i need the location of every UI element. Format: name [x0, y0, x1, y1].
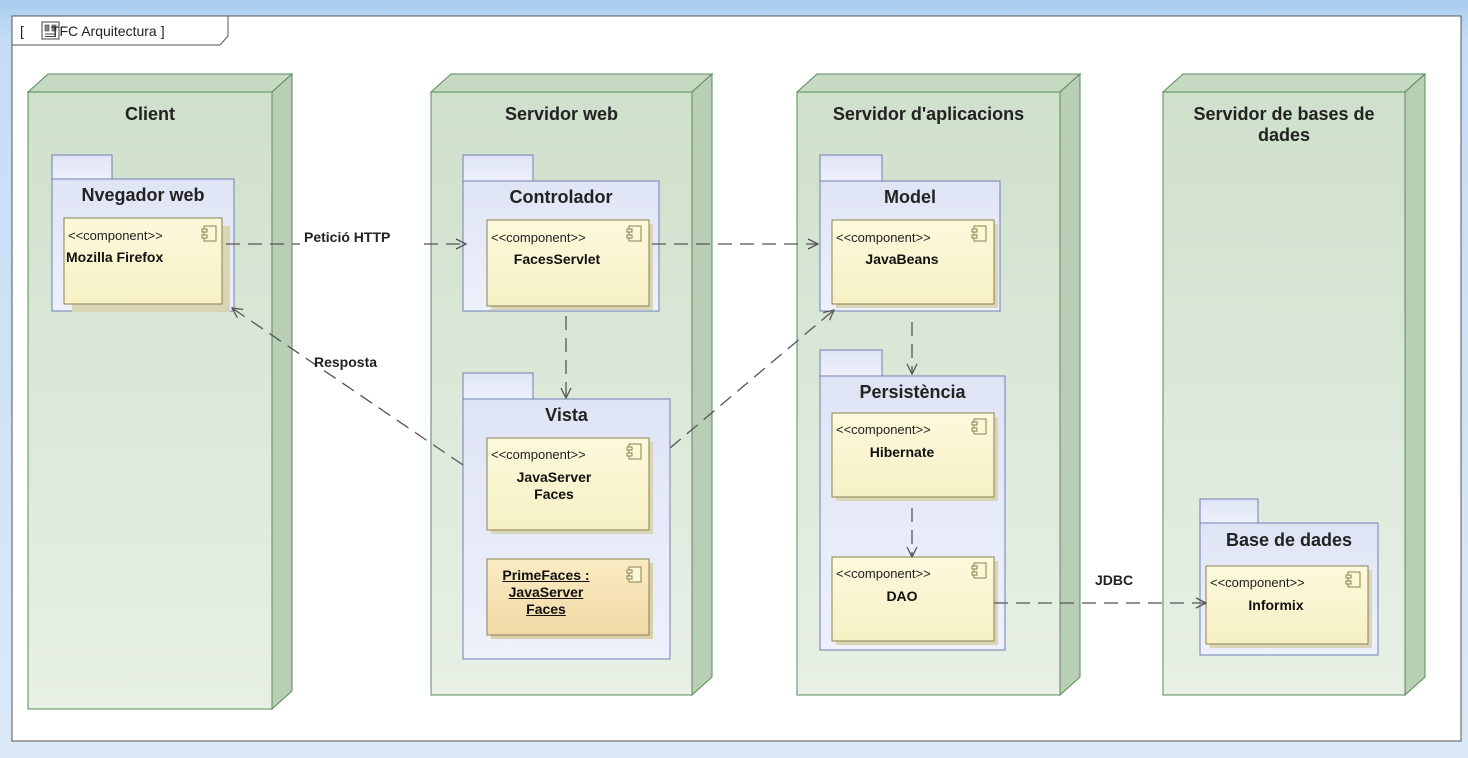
component-javabeans-box — [831, 219, 998, 308]
component-primefaces-box — [486, 558, 653, 639]
frame-bracket-open: [ — [20, 22, 24, 39]
component-javabeans-stereotype: <<component>> — [836, 230, 931, 245]
component-jsf-stereotype: <<component>> — [491, 447, 586, 462]
diagram-icon — [41, 21, 60, 40]
component-firefox-name: Mozilla Firefox — [66, 249, 164, 265]
package-title-controller: Controlador — [509, 187, 613, 207]
component-primefaces-name: PrimeFaces : JavaServer Faces — [502, 567, 590, 617]
component-icon — [201, 225, 1361, 588]
edge-label-response: Resposta — [314, 354, 378, 370]
component-hibernate-name: Hibernate — [869, 444, 935, 460]
component-faces-servlet-box — [486, 219, 653, 310]
edge-label-jdbc: JDBC — [1095, 572, 1134, 588]
component-informix-stereotype: <<component>> — [1210, 575, 1305, 590]
frame-title: [ TFC Arquitectura ] — [12, 16, 189, 45]
package-title-persistence: Persistència — [859, 382, 966, 402]
package-title-database: Base de dades — [1225, 530, 1353, 550]
component-informix-box — [1205, 565, 1372, 648]
component-firefox-box — [63, 217, 230, 312]
component-faces-servlet-name: FacesServlet — [513, 251, 601, 267]
component-jsf-name: JavaServer Faces — [516, 469, 592, 502]
package-title-browser: Nvegador web — [81, 185, 205, 205]
frame-title-text: TFC Arquitectura — [50, 22, 157, 39]
node-title-web-server: Servidor web — [504, 104, 619, 124]
component-dao-stereotype: <<component>> — [836, 566, 931, 581]
edge-jsf-to-javabeans — [669, 310, 834, 449]
frame-tab — [11, 15, 229, 46]
component-hibernate-box — [831, 412, 998, 501]
edge-response — [232, 308, 464, 466]
component-javabeans-name: JavaBeans — [865, 251, 939, 267]
package-title-view: Vista — [545, 405, 588, 425]
component-firefox-stereotype: <<component>> — [68, 228, 163, 243]
edge-label-http-request: Petició HTTP — [304, 229, 391, 245]
frame-bracket-close: ] — [160, 22, 165, 39]
package-title-model: Model — [884, 187, 936, 207]
node-title-client: Client — [124, 104, 175, 124]
component-hibernate-stereotype: <<component>> — [836, 422, 931, 437]
node-title-application-server: Servidor d'aplicacions — [832, 104, 1025, 124]
component-informix-name: Informix — [1248, 597, 1304, 613]
component-dao-name: DAO — [886, 588, 918, 604]
component-jsf-box — [486, 437, 653, 534]
component-faces-servlet-stereotype: <<component>> — [491, 230, 586, 245]
node-title-database-server: Servidor de bases de dades — [1193, 104, 1375, 145]
